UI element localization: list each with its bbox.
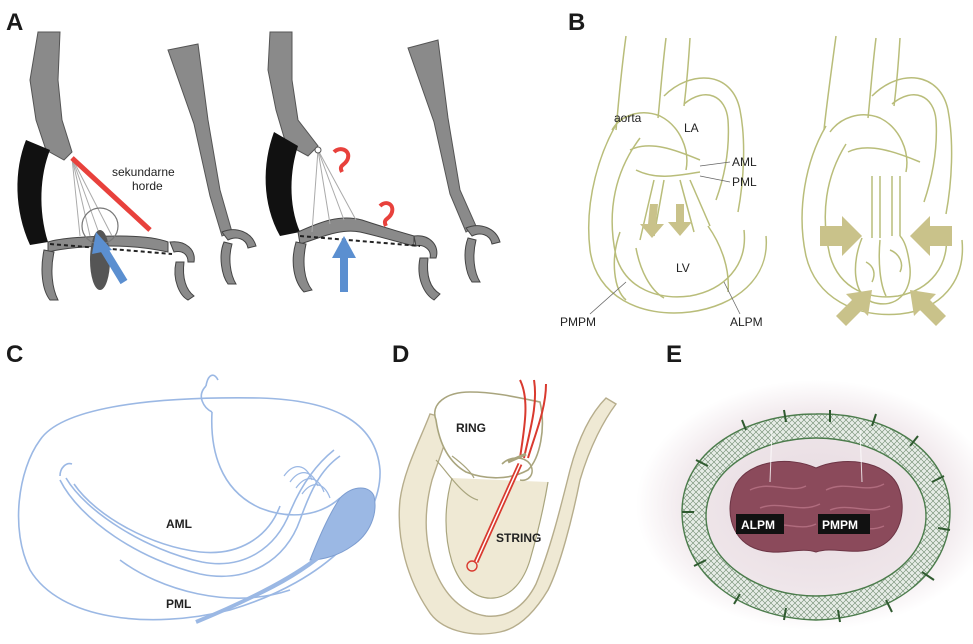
b1-label-aorta: aorta [614, 111, 642, 125]
a1-label-secondary-chords-2: horde [132, 179, 163, 193]
panel-a-diagram-1: sekundarne horde [17, 32, 194, 300]
b1-label-pml: PML [732, 175, 757, 189]
a1-myocardium [17, 140, 50, 245]
a1-label-secondary-chords: sekundarne [112, 165, 175, 179]
a4-aorta-lower [465, 238, 480, 282]
a1-posterior-wall [30, 32, 72, 160]
b1-label-aml: AML [732, 155, 757, 169]
c-label-pml: PML [166, 597, 191, 611]
a1-lower-vessel [42, 250, 58, 300]
c-label-aml: AML [166, 517, 192, 531]
a1-leaflet-hook [170, 242, 194, 262]
a3-lower-vessel [293, 242, 312, 292]
b1-label-pmpm: PMPM [560, 315, 596, 329]
a3-myocardium [266, 132, 300, 236]
a4-aorta-wall [408, 40, 476, 232]
panel-e: E [636, 341, 973, 630]
panel-e-letter: E [666, 341, 682, 368]
a3-chord-knot [315, 147, 321, 153]
a2-aorta-lower [221, 242, 236, 284]
panel-a-letter: A [6, 9, 23, 36]
e-label-pmpm: PMPM [822, 518, 858, 532]
b2-compression-arrows [820, 216, 952, 326]
panel-a-diagram-3 [266, 32, 440, 300]
c-papillary-muscle [310, 488, 375, 560]
b1-label-la: LA [684, 121, 699, 135]
a2-aorta-wall [168, 44, 232, 236]
c-papillary-muscle-band [196, 556, 320, 622]
a3-lower-vessel-right [419, 258, 440, 300]
a3-force-arrow [332, 236, 356, 292]
panel-b: B [560, 9, 962, 329]
panel-c-letter: C [6, 341, 23, 368]
a3-cut-chord-lower [380, 203, 392, 226]
panel-b-letter: B [568, 9, 585, 36]
d-label-string: STRING [496, 531, 541, 545]
panel-d: D RING STRING [392, 341, 616, 634]
b1-label-lv: LV [676, 261, 690, 275]
panel-a: A [6, 9, 500, 300]
e-label-alpm: ALPM [741, 518, 775, 532]
a1-lower-vessel-right [175, 262, 194, 300]
d-label-ring: RING [456, 421, 486, 435]
e-valve-orifice [730, 461, 902, 552]
a3-annulus-tube [298, 218, 414, 246]
a3-cut-chord-upper [334, 149, 348, 172]
a3-leaflet-hook [414, 236, 437, 258]
a1-primary-chords [72, 158, 112, 236]
b1-label-alpm: ALPM [730, 315, 763, 329]
panel-c: C AML PML [6, 341, 380, 622]
c-valve-outline [19, 375, 381, 620]
panel-d-letter: D [392, 341, 409, 368]
b2-heart-outline [802, 36, 962, 315]
